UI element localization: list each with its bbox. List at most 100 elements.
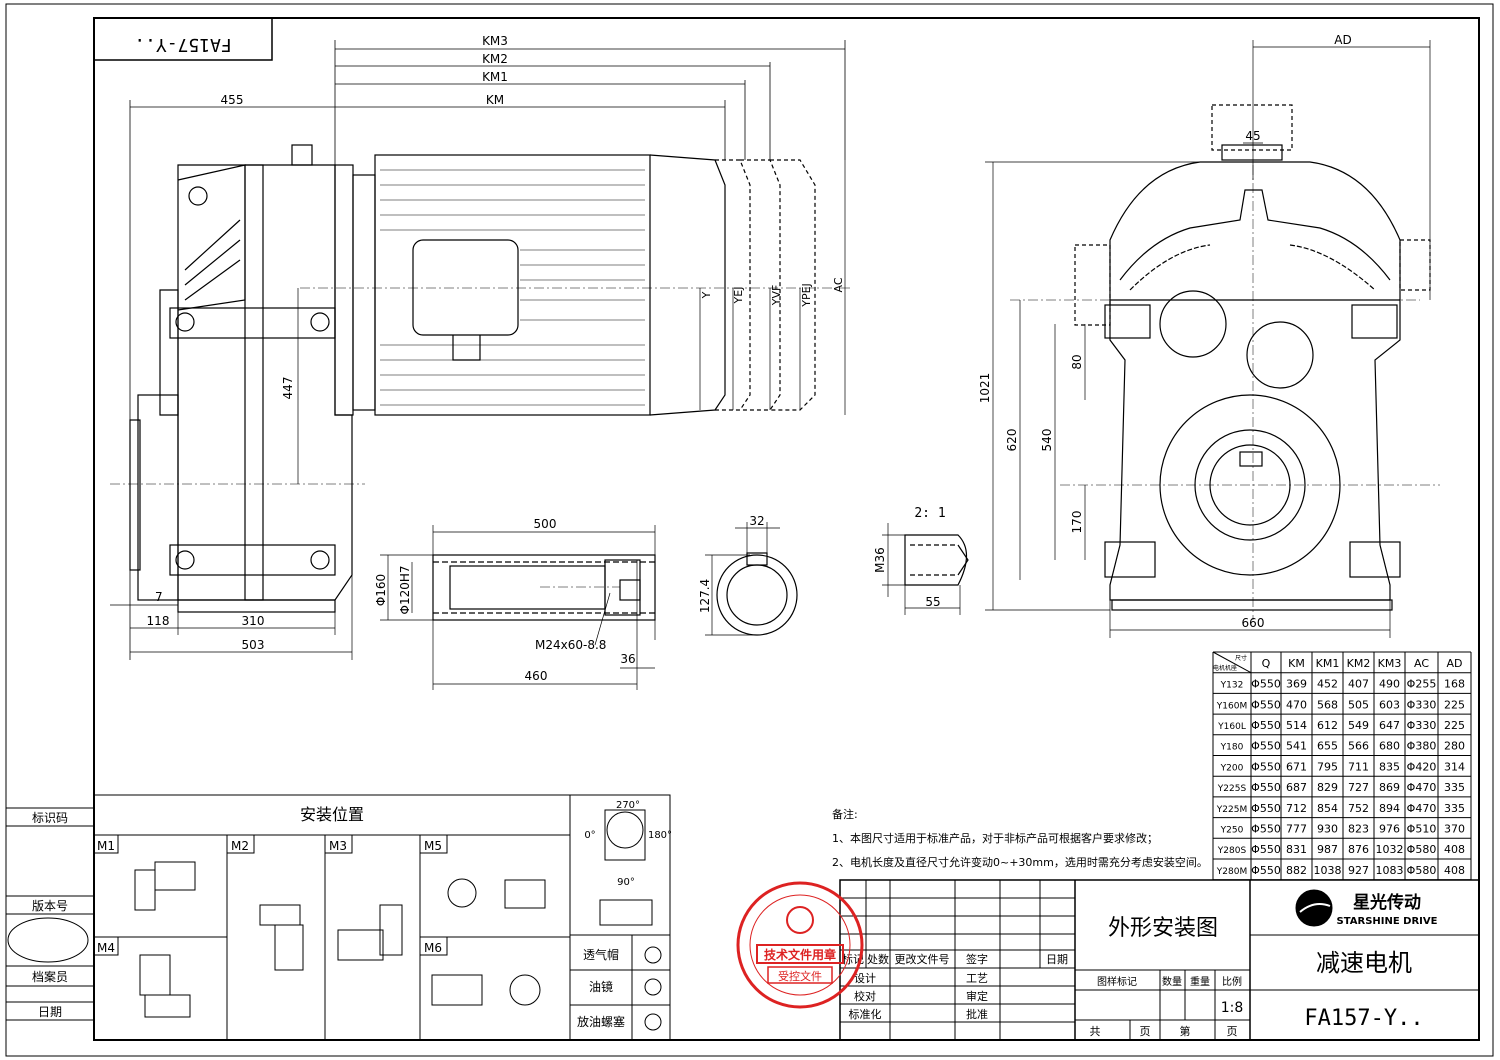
label-archivist: 档案员 bbox=[32, 969, 68, 984]
table-cell: 549 bbox=[1348, 719, 1369, 732]
dim-7: 7 bbox=[155, 590, 163, 604]
dim-540: 540 bbox=[1040, 429, 1054, 452]
dim-118: 118 bbox=[147, 614, 170, 628]
rev-col-date: 日期 bbox=[1046, 953, 1068, 966]
role-process: 工艺 bbox=[966, 972, 988, 985]
table-cell: 314 bbox=[1444, 760, 1465, 773]
stamp-sub-text: 受控文件 bbox=[778, 969, 822, 983]
table-cell: 280 bbox=[1444, 740, 1465, 753]
table-row-frame: Y132 bbox=[1220, 681, 1244, 691]
table-cell: Φ380 bbox=[1407, 740, 1437, 753]
table-cell: 647 bbox=[1379, 719, 1400, 732]
role-standard: 标准化 bbox=[849, 1007, 882, 1021]
table-cell: 1038 bbox=[1314, 864, 1342, 877]
table-cell: Φ470 bbox=[1407, 781, 1437, 794]
angle-90: 90° bbox=[617, 877, 635, 888]
table-cell: Φ580 bbox=[1407, 864, 1437, 877]
role-design: 设计 bbox=[854, 972, 876, 985]
table-row-frame: Y280M bbox=[1216, 867, 1247, 877]
angle-270: 270° bbox=[616, 800, 640, 811]
table-cell: 655 bbox=[1317, 740, 1338, 753]
table-cell: Φ420 bbox=[1407, 760, 1437, 773]
pos-m2: M2 bbox=[231, 839, 249, 853]
table-cell: 831 bbox=[1286, 843, 1307, 856]
table-row-frame: Y200 bbox=[1220, 763, 1244, 773]
dim-km2: KM2 bbox=[482, 52, 508, 66]
table-row-frame: Y160L bbox=[1217, 722, 1246, 732]
dim-y: Y bbox=[700, 291, 713, 299]
table-cell: Φ255 bbox=[1407, 678, 1437, 691]
table-cell: 987 bbox=[1317, 843, 1338, 856]
table-corner-size: 尺寸 bbox=[1235, 654, 1247, 662]
table-cell: 168 bbox=[1444, 678, 1465, 691]
col-scale: 比例 bbox=[1222, 975, 1242, 988]
dim-ac: AC bbox=[832, 277, 845, 292]
dim-620: 620 bbox=[1005, 429, 1019, 452]
label-version: 版本号 bbox=[32, 899, 68, 913]
dim-660: 660 bbox=[1242, 616, 1265, 630]
rev-col-sign: 签字 bbox=[966, 952, 988, 966]
angle-0: 0° bbox=[584, 830, 595, 841]
table-cell: 854 bbox=[1317, 802, 1338, 815]
table-cell: 869 bbox=[1379, 781, 1400, 794]
dim-phi160: Φ160 bbox=[374, 574, 388, 606]
table-cell: 835 bbox=[1379, 760, 1400, 773]
table-cell: Φ550 bbox=[1251, 719, 1281, 732]
table-cell: 680 bbox=[1379, 740, 1400, 753]
table-cell: Φ330 bbox=[1407, 719, 1437, 732]
table-cell: Φ550 bbox=[1251, 698, 1281, 711]
dim-447: 447 bbox=[281, 377, 295, 400]
label-id-code: 标识码 bbox=[32, 811, 68, 825]
table-header-q: Q bbox=[1262, 657, 1271, 670]
title-block bbox=[839, 879, 1480, 1041]
table-cell: Φ550 bbox=[1251, 864, 1281, 877]
table-cell: 829 bbox=[1317, 781, 1338, 794]
rev-col-doc: 更改文件号 bbox=[895, 952, 950, 966]
pos-m6: M6 bbox=[424, 941, 442, 955]
table-cell: 927 bbox=[1348, 864, 1369, 877]
dim-phi120: Φ120H7 bbox=[398, 565, 412, 614]
dim-500: 500 bbox=[534, 517, 557, 531]
table-cell: 882 bbox=[1286, 864, 1307, 877]
table-cell: Φ550 bbox=[1251, 802, 1281, 815]
dim-yej: YEJ bbox=[732, 287, 745, 305]
table-corner-frame: 电机机座 bbox=[1213, 664, 1237, 672]
product-name: 减速电机 bbox=[1316, 949, 1412, 977]
table-cell: 470 bbox=[1286, 698, 1307, 711]
table-cell: Φ550 bbox=[1251, 781, 1281, 794]
side-strip bbox=[6, 807, 94, 1021]
table-header-ac: AC bbox=[1414, 657, 1429, 670]
company-name: 星光传动 bbox=[1353, 892, 1421, 913]
scale-value: 1:8 bbox=[1221, 1000, 1244, 1016]
table-cell: 777 bbox=[1286, 823, 1307, 836]
dim-36: 36 bbox=[620, 652, 635, 666]
dim-32: 32 bbox=[749, 514, 764, 528]
dim-460: 460 bbox=[525, 669, 548, 683]
dim-km1: KM1 bbox=[482, 70, 508, 84]
dim-55: 55 bbox=[925, 595, 940, 609]
table-cell: 505 bbox=[1348, 698, 1369, 711]
table-cell: Φ550 bbox=[1251, 740, 1281, 753]
company-name-en: STARSHINE DRIVE bbox=[1337, 916, 1438, 927]
dim-455: 455 bbox=[221, 93, 244, 107]
pos-m5: M5 bbox=[424, 839, 442, 853]
sheet-total: 共 bbox=[1090, 1025, 1101, 1038]
legend-oil-gauge: 油镜 bbox=[589, 979, 613, 994]
dim-127: 127.4 bbox=[698, 579, 712, 613]
sheet-no: 第 bbox=[1180, 1024, 1191, 1038]
table-header-ad: AD bbox=[1447, 657, 1463, 670]
dim-170: 170 bbox=[1070, 511, 1084, 534]
table-cell: 335 bbox=[1444, 802, 1465, 815]
table-cell: 727 bbox=[1348, 781, 1369, 794]
dim-1021: 1021 bbox=[978, 373, 992, 404]
table-cell: 408 bbox=[1444, 864, 1465, 877]
table-cell: 566 bbox=[1348, 740, 1369, 753]
table-row-frame: Y280S bbox=[1217, 846, 1247, 856]
table-header-km1: KM1 bbox=[1316, 657, 1340, 670]
table-cell: 687 bbox=[1286, 781, 1307, 794]
sheet-unit-1: 页 bbox=[1140, 1025, 1151, 1038]
table-cell: 795 bbox=[1317, 760, 1338, 773]
legend-breather: 透气帽 bbox=[583, 947, 619, 962]
table-cell: Φ550 bbox=[1251, 843, 1281, 856]
